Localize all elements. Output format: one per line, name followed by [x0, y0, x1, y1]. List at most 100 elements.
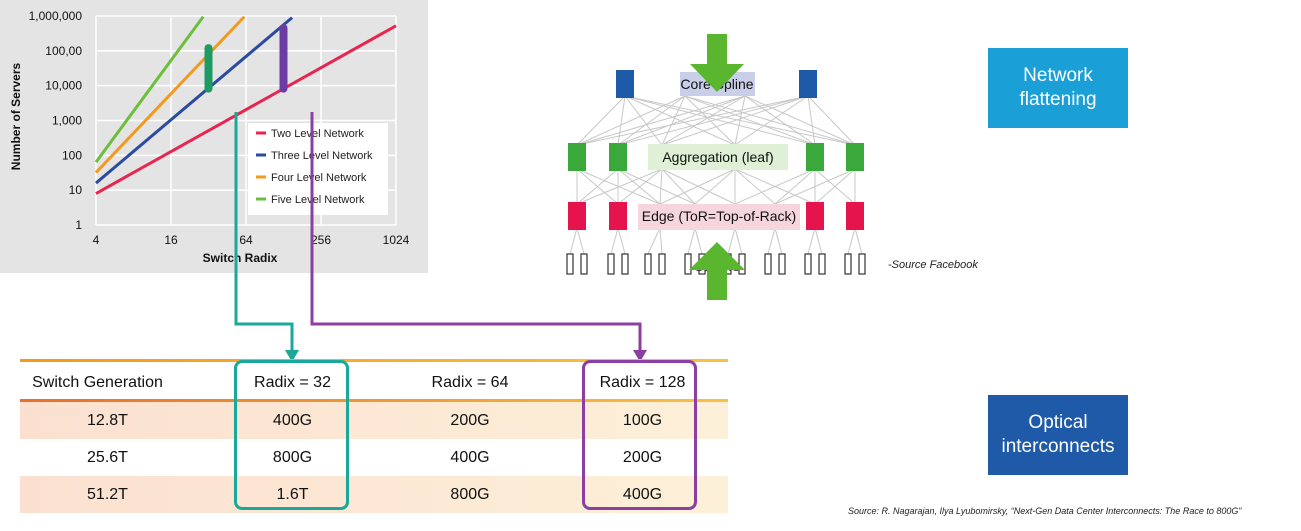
diagram-source: -Source Facebook [888, 259, 978, 271]
row-1-radix-128: 100G [622, 412, 663, 429]
radix-32-highlight-box [234, 360, 349, 510]
link [617, 95, 686, 146]
legend-entry: Five Level Network [271, 194, 365, 206]
table-top-rule [20, 359, 728, 362]
link [847, 227, 856, 255]
link [659, 168, 736, 205]
server-icon [607, 253, 615, 275]
radix-32-connector [234, 112, 294, 352]
series-line [95, 24, 397, 195]
row-3-generation: 51.2T [87, 486, 128, 503]
link [744, 95, 816, 146]
network-flattening-tag: Network flattening [988, 48, 1128, 128]
series-line [95, 16, 294, 185]
link [661, 95, 686, 146]
link [684, 95, 816, 146]
link [659, 227, 663, 255]
link [807, 95, 856, 146]
core-switch-icon [616, 70, 634, 98]
y-tick-label: 1 [75, 218, 82, 232]
edge-label-box [638, 204, 800, 230]
server-icon [804, 253, 812, 275]
row-1-generation: 12.8T [87, 412, 128, 429]
row-3-radix-128: 400G [622, 486, 663, 503]
link [854, 227, 863, 255]
legend-entry: Four Level Network [271, 172, 367, 184]
x-tick-label: 1024 [383, 233, 410, 247]
row-1-radix-32: 400G [272, 412, 313, 429]
row-2-generation: 25.6T [87, 449, 128, 466]
link [734, 227, 743, 255]
header-switch-generation: Switch Generation [32, 374, 163, 391]
diagram-links [569, 95, 863, 255]
link [767, 227, 776, 255]
x-tick-label: 256 [311, 233, 331, 247]
link [661, 95, 809, 146]
link [576, 95, 746, 146]
server-icon [778, 253, 786, 275]
x-tick-label: 64 [239, 233, 253, 247]
y-tick-label: 1,000,000 [29, 9, 83, 23]
link [617, 95, 809, 146]
table-header-row: Switch Generation Radix = 32 Radix = 64 … [20, 364, 728, 401]
y-tick-label: 10,000 [45, 79, 82, 93]
server-icon [818, 253, 826, 275]
agg-label-box [648, 144, 788, 170]
row-2-radix-64: 400G [450, 449, 490, 466]
optical-interconnects-tag: Optical interconnects [988, 395, 1128, 475]
radix-128-arrowhead [633, 350, 647, 362]
switch-generation-table: Switch Generation Radix = 32 Radix = 64 … [20, 359, 728, 513]
link [774, 168, 816, 205]
table-row: 51.2T 1.6T 800G 400G [20, 476, 728, 513]
server-icon [844, 253, 852, 275]
series-line [94, 15, 205, 163]
link [684, 95, 736, 146]
y-tick-label: 100 [62, 148, 82, 162]
link [576, 227, 585, 255]
link [687, 227, 696, 255]
server-icon [566, 253, 574, 275]
up-arrow-icon [689, 242, 745, 300]
link [576, 95, 626, 146]
link [617, 168, 661, 205]
row-1-radix-64: 200G [450, 412, 490, 429]
row-3-radix-64: 800G [450, 486, 490, 503]
header-radix-128: Radix = 128 [599, 374, 686, 391]
link [734, 168, 776, 205]
agg-switch-icon [568, 143, 586, 171]
row-2-radix-32: 800G [272, 449, 313, 466]
link [694, 227, 703, 255]
link [727, 227, 736, 255]
link [617, 95, 626, 146]
server-icon [764, 253, 772, 275]
link [624, 95, 736, 146]
server-icon [621, 253, 629, 275]
connector-arrows [234, 112, 647, 362]
table-row: 25.6T 800G 400G 200G [20, 439, 728, 476]
link [624, 95, 816, 146]
link [610, 227, 619, 255]
link [617, 168, 663, 205]
server-icon [858, 253, 866, 275]
radix-128-highlight-box [582, 360, 697, 510]
link [814, 227, 823, 255]
table-header-rule [20, 399, 728, 402]
link [684, 95, 856, 146]
x-tick-label: 4 [93, 233, 100, 247]
link [617, 168, 696, 205]
source-footnote: Source: R. Nagarajan, Ilya Lyubomirsky, … [848, 506, 1242, 516]
legend-entry: Three Level Network [271, 150, 373, 162]
legend-entry: Two Level Network [271, 128, 364, 140]
agg-switch-icon [806, 143, 824, 171]
link [734, 168, 816, 205]
link [774, 168, 856, 205]
y-tick-label: 10 [69, 183, 83, 197]
radix-128-connector [310, 112, 642, 352]
tor-switch-icon [568, 202, 586, 230]
header-radix-64: Radix = 64 [431, 374, 509, 391]
down-arrow-icon [690, 34, 744, 92]
link [576, 168, 663, 205]
radix-32-arrowhead [285, 350, 299, 362]
